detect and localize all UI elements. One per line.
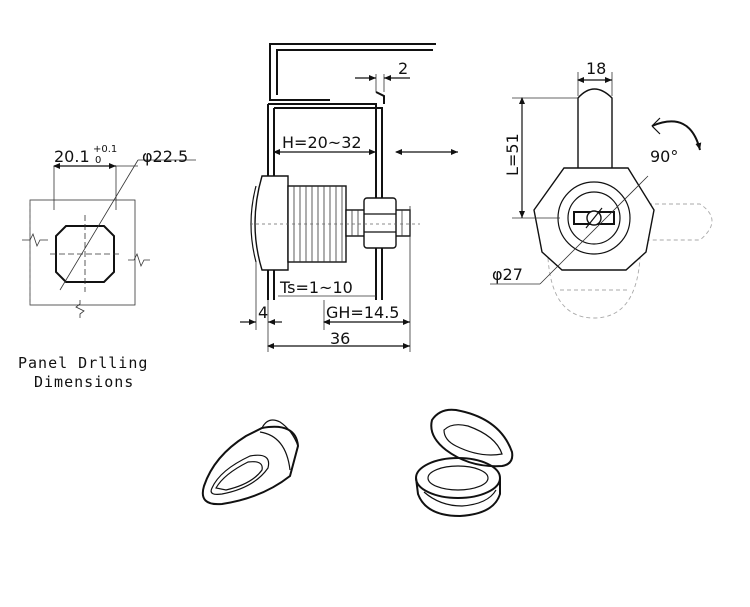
total-length-label: 36 bbox=[330, 329, 350, 348]
bracket-thickness-label: 2 bbox=[398, 59, 408, 78]
drill-hole-shape bbox=[55, 225, 115, 283]
cam-width-label: 18 bbox=[586, 59, 606, 78]
drill-tolerance-plus: +0.1 bbox=[93, 144, 117, 155]
caption-line-1: Panel Drlling bbox=[18, 354, 148, 372]
cam-length-label: L=51 bbox=[503, 133, 522, 176]
drill-diameter-label: φ22.5 bbox=[142, 147, 188, 166]
rotation-label: 90° bbox=[650, 147, 678, 166]
dust-cover-accessory bbox=[201, 419, 300, 506]
side-view: 2 H=20~32 Ts=1~10 4 GH=14.5 36 bbox=[240, 43, 458, 352]
gh-label: GH=14.5 bbox=[326, 303, 399, 322]
caption-line-2: Dimensions bbox=[34, 373, 134, 391]
front-view: 18 L=51 90° φ27 bbox=[490, 59, 713, 319]
h-range-label: H=20~32 bbox=[282, 133, 362, 152]
drill-tolerance-minus: 0 bbox=[95, 155, 101, 166]
panel-drilling-view: 20.1 +0.1 0 φ22.5 bbox=[22, 144, 196, 318]
drill-width-label: 20.1 bbox=[54, 147, 90, 166]
ts-range-label: Ts=1~10 bbox=[279, 278, 353, 297]
hinged-cup-accessory bbox=[415, 408, 514, 518]
front-offset-label: 4 bbox=[258, 303, 268, 322]
body-diameter-label: φ27 bbox=[492, 265, 523, 284]
